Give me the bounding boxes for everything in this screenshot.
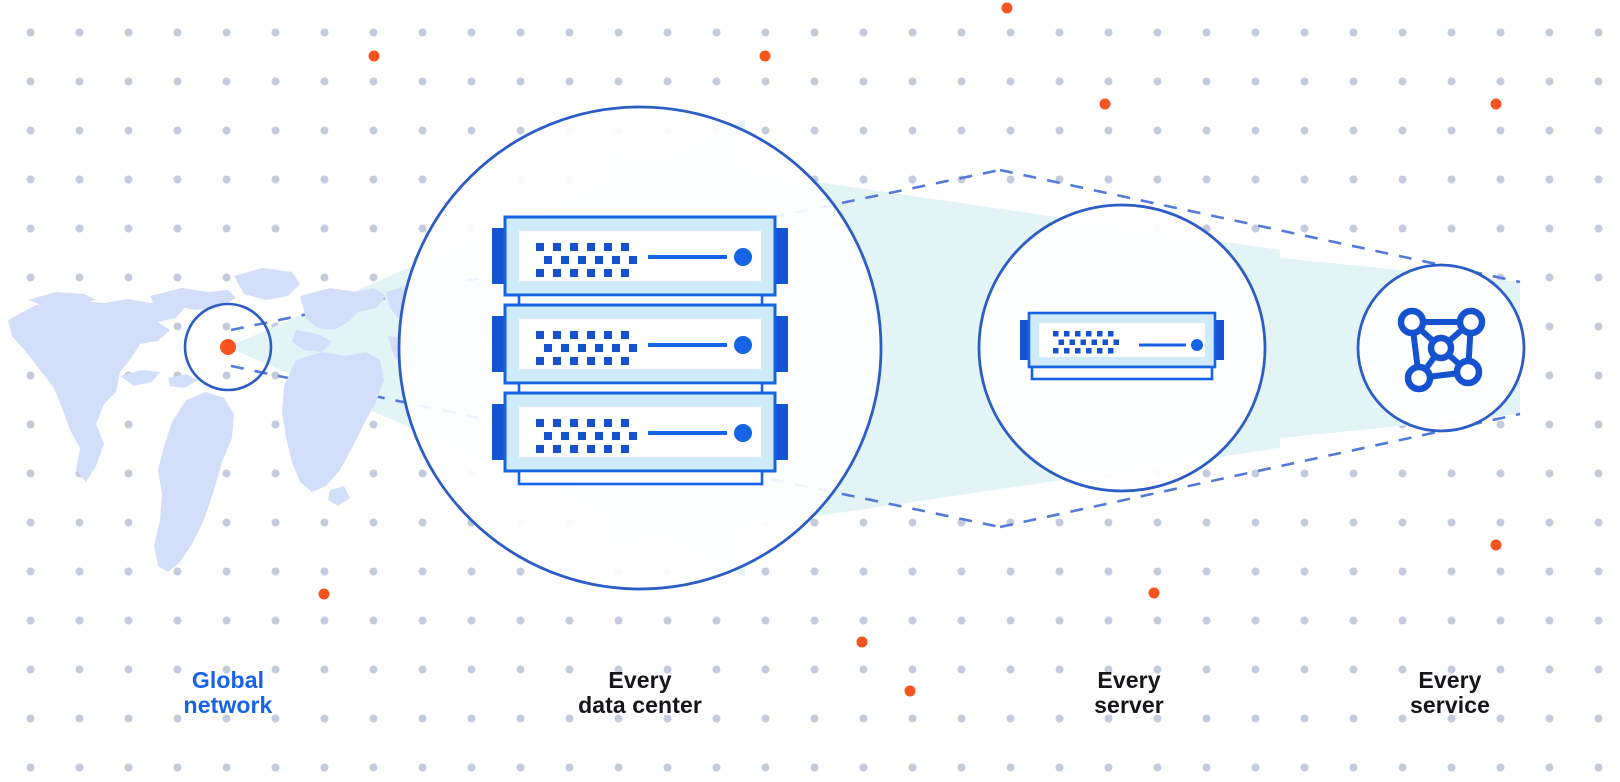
rack-base-bar [517,469,764,486]
server-unit [492,303,788,385]
single-server-icon [1020,311,1224,381]
network-node-dots [1397,307,1486,393]
server-unit [492,391,788,473]
dash-upper-right [999,168,1521,284]
server-rack-icon [492,215,788,486]
server-unit [492,215,788,297]
dash-lower-right [999,412,1521,529]
global-network-circle [183,302,273,392]
accent-dots [318,2,1502,697]
server-base-bar [1030,365,1214,381]
global-network-marker-dot [220,339,236,355]
